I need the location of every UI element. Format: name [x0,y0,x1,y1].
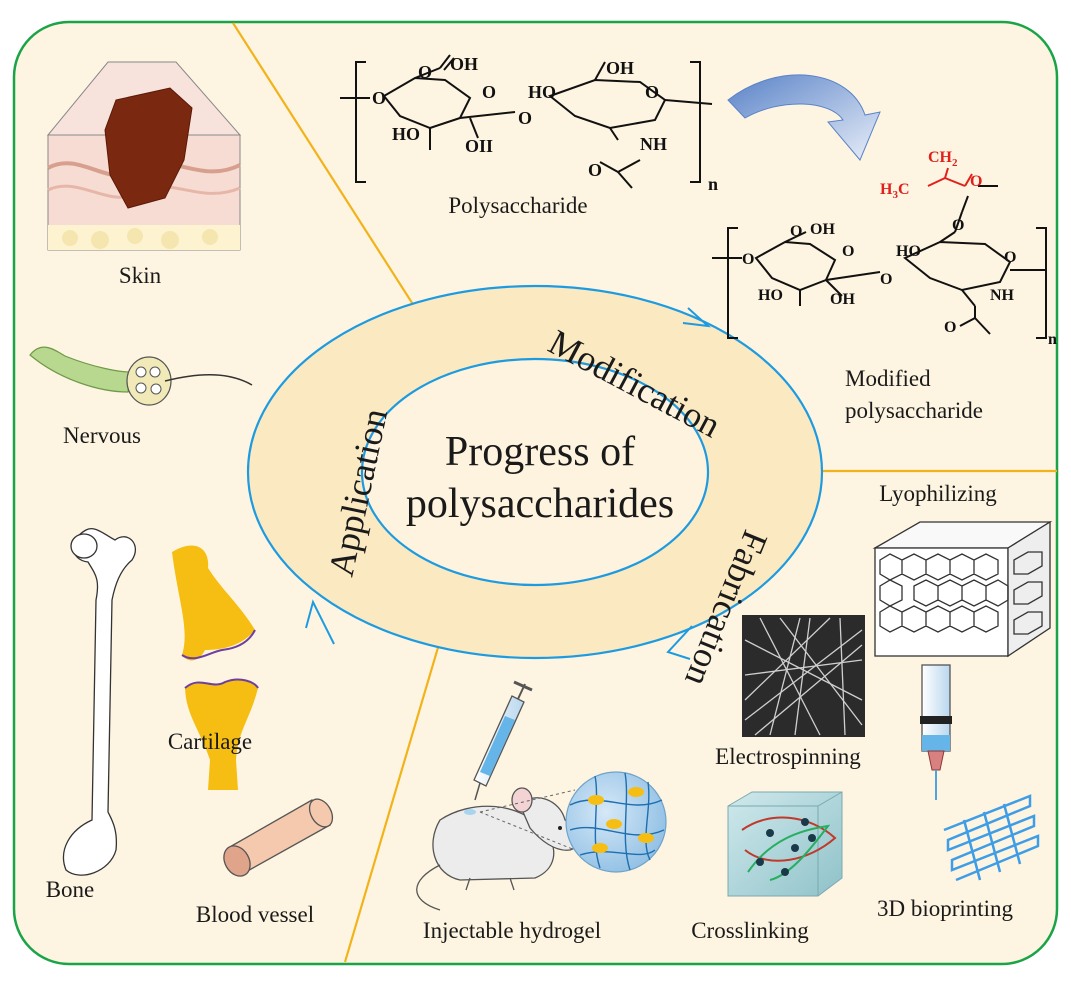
polysaccharide-structure [340,54,713,189]
modification-arrow [727,74,881,161]
cartilage-label: Cartilage [168,729,252,754]
svg-text:O: O [842,243,854,260]
svg-text:HO: HO [528,82,556,102]
svg-text:n: n [1048,331,1057,348]
methacrylate-group [927,167,973,187]
ring-arrow-top [682,307,712,328]
bone-illustration [62,528,137,876]
svg-text:OH: OH [606,58,634,78]
svg-text:HO: HO [392,124,420,144]
modified-polysaccharide-structure [712,185,1047,339]
ring-arrow-left [305,599,335,645]
blood-vessel-label: Blood vessel [196,902,314,927]
svg-text:CH2: CH2 [928,149,958,169]
svg-text:OH: OH [450,54,478,74]
svg-text:O: O [588,160,602,180]
svg-text:O: O [944,319,956,336]
bioprinting-illustration [920,664,1040,882]
skin-label: Skin [119,263,162,288]
lyophilizing-label: Lyophilizing [879,481,997,506]
electrospinning-image [742,615,865,737]
injectable-hydrogel-label: Injectable hydrogel [423,918,601,943]
modified-label-line1: Modified [845,366,931,391]
svg-text:OH: OH [810,221,835,238]
mouse [416,787,580,911]
svg-text:O: O [952,217,964,234]
polysaccharide-label: Polysaccharide [448,193,587,218]
skin-illustration [46,61,242,251]
svg-text:O: O [970,173,982,190]
modified-polysaccharide-atoms: CH2 H3C O O O O OH O HO OH O HO O NH O n [742,149,1057,348]
divider-bottom [343,589,457,963]
svg-text:O: O [742,251,754,268]
center-title-line1: Progress of [445,429,635,475]
bone-label: Bone [46,877,95,902]
svg-text:O: O [482,82,496,102]
svg-text:n: n [708,174,718,194]
svg-text:O: O [372,88,386,108]
ring-arrow-bottom [666,625,693,660]
svg-text:O: O [880,271,892,288]
syringe [473,680,533,801]
svg-text:NH: NH [990,287,1015,304]
svg-text:HO: HO [758,287,783,304]
svg-text:O: O [518,108,532,128]
nervous-label: Nervous [63,423,141,448]
svg-text:H3C: H3C [880,181,910,201]
inner-ring [360,357,710,587]
svg-text:O: O [645,82,659,102]
crosslinking-label: Crosslinking [691,918,809,943]
crosslinking-illustration [727,791,843,897]
hydrogel-dish [565,771,667,873]
svg-text:NH: NH [640,134,667,154]
svg-text:OII: OII [465,136,493,156]
svg-text:OH: OH [830,291,855,308]
center-title-line2: polysaccharides [406,481,674,527]
svg-text:HO: HO [896,243,921,260]
modified-label-line2: polysaccharide [845,398,983,423]
nerve-illustration [29,346,253,406]
blood-vessel-illustration [223,798,334,877]
svg-text:O: O [790,223,802,240]
cartilage-illustration [172,545,259,790]
electrospinning-label: Electrospinning [715,744,861,769]
injectable-hydrogel-illustration [416,680,667,911]
svg-text:O: O [1004,249,1016,266]
svg-text:O: O [418,62,432,82]
bioprinting-label: 3D bioprinting [877,896,1014,921]
polysaccharide-atoms: O O OH O HO OII O HO OH O NH O n [372,54,718,194]
lyophilizing-scaffold [872,520,1053,658]
